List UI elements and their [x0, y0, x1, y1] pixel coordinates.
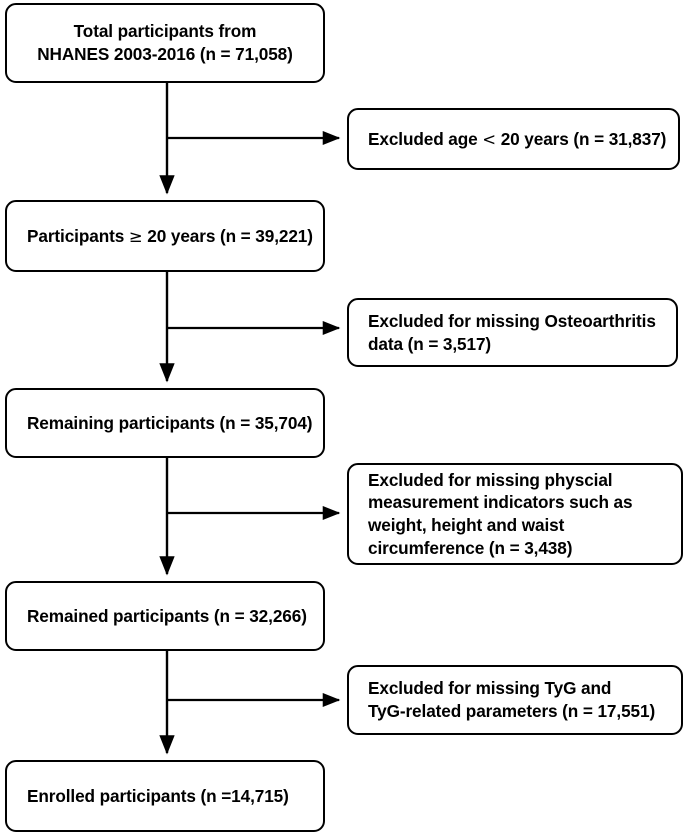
node-participants-20-plus-label: Participants ≥ 20 years (n = 39,221) [27, 225, 313, 248]
node-remaining-participants: Remaining participants (n = 35,704) [5, 388, 325, 458]
node-excluded-osteoarthritis: Excluded for missing Osteoarthritis data… [347, 298, 678, 367]
greater-equal-symbol: ≥ [128, 226, 143, 246]
excluded-age-prefix: Excluded age [368, 128, 483, 149]
node-excluded-age: Excluded age < 20 years (n = 31,837) [347, 108, 680, 170]
participants-suffix: 20 years (n = 39,221) [142, 225, 313, 246]
node-remaining-participants-label: Remaining participants (n = 35,704) [27, 412, 313, 433]
node-total-participants-line2: NHANES 2003-2016 (n = 71,058) [37, 44, 293, 64]
node-excluded-physical-measurement-label: Excluded for missing physcial measuremen… [368, 469, 633, 558]
node-excluded-tyg-label: Excluded for missing TyG and TyG-related… [368, 678, 656, 721]
node-excluded-physical-measurement: Excluded for missing physcial measuremen… [347, 463, 683, 565]
node-remained-participants: Remained participants (n = 32,266) [5, 581, 325, 651]
node-enrolled-participants: Enrolled participants (n =14,715) [5, 760, 325, 832]
node-enrolled-participants-label: Enrolled participants (n =14,715) [27, 785, 289, 806]
participants-prefix: Participants [27, 225, 129, 246]
less-than-symbol: < [482, 129, 497, 149]
node-total-participants: Total participants from NHANES 2003-2016… [5, 3, 325, 83]
excluded-age-suffix: 20 years (n = 31,837) [496, 128, 667, 149]
node-excluded-age-label: Excluded age < 20 years (n = 31,837) [368, 128, 668, 151]
node-remained-participants-label: Remained participants (n = 32,266) [27, 605, 307, 626]
node-excluded-osteoarthritis-label: Excluded for missing Osteoarthritis data… [368, 310, 656, 354]
node-total-participants-line1: Total participants from [73, 21, 257, 42]
node-excluded-tyg: Excluded for missing TyG and TyG-related… [347, 665, 683, 735]
node-participants-20-plus: Participants ≥ 20 years (n = 39,221) [5, 200, 325, 272]
